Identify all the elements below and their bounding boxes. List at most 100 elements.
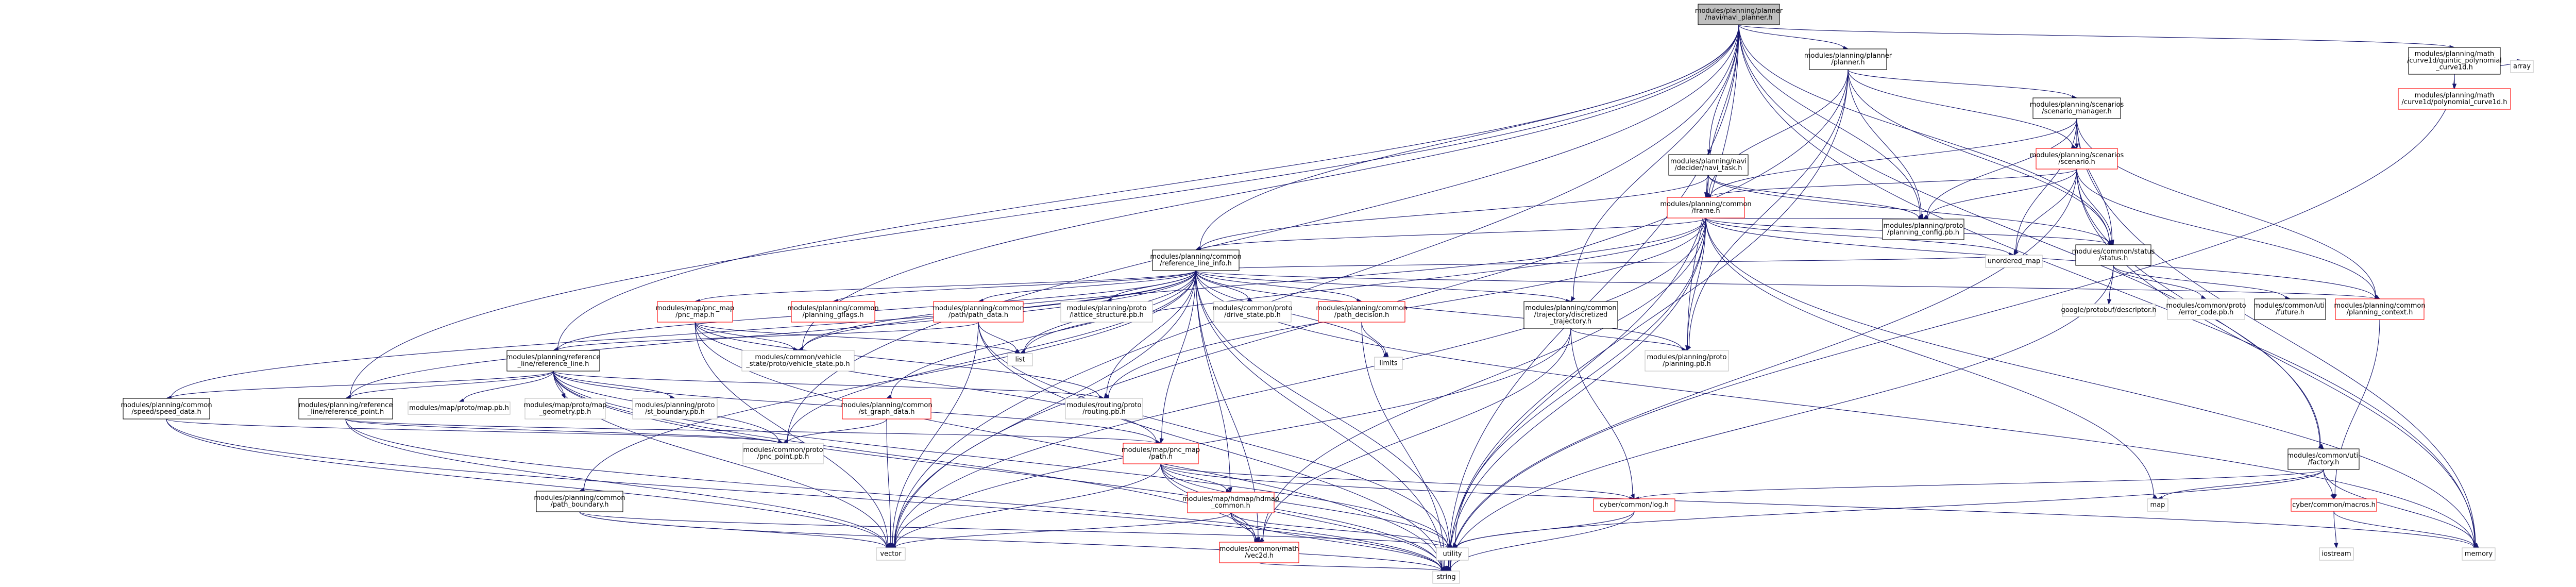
edge-root-to-navi_task — [1707, 24, 1739, 156]
node-speed-data[interactable]: modules/planning/common/speed/speed_data… — [121, 398, 212, 420]
node-vec2d[interactable]: modules/common/math/vec2d.h — [1219, 542, 1299, 563]
edge-arrowhead — [888, 543, 893, 549]
edge-rli-to-routing — [1104, 270, 1196, 399]
edge-arrowhead — [1919, 213, 1924, 220]
node-label-line: modules/planning/proto — [1067, 305, 1147, 312]
node-box — [2062, 304, 2156, 317]
node-label-line: cyber/common/macros.h — [2292, 501, 2376, 509]
edge-line — [345, 418, 1157, 444]
node-box — [1213, 301, 1292, 323]
edge-line — [557, 24, 1739, 349]
node-future[interactable]: modules/common/util/future.h — [2253, 298, 2327, 320]
edge-arrowhead — [2074, 143, 2079, 149]
edge-arrowhead — [1258, 538, 1265, 543]
node-label-line: /planning_config.pb.h — [1887, 229, 1959, 237]
node-label-line: /frame.h — [1691, 207, 1720, 215]
edge-line — [890, 270, 1196, 397]
node-factory[interactable]: modules/common/util/factory.h — [2287, 448, 2360, 470]
edge-traj-to-vec2d — [1258, 328, 1571, 543]
edge-line — [171, 371, 554, 398]
node-quintic[interactable]: modules/planning/math/curve1d/quintic_po… — [2407, 47, 2502, 75]
edge-scenario-to-frame — [1705, 169, 2077, 199]
edge-line — [1108, 217, 1706, 397]
edge-line — [694, 322, 1157, 442]
edge-line — [1688, 69, 1849, 347]
edge-line — [1195, 270, 1358, 301]
node-pcontext[interactable]: modules/planning/common/planning_context… — [2334, 298, 2426, 320]
edge-line — [1705, 217, 2154, 497]
node-ref-point[interactable]: modules/planning/reference_line/referenc… — [298, 398, 393, 420]
node-label-line: cyber/common/log.h — [1600, 501, 1669, 509]
node-scenario[interactable]: modules/planning/scenarios/scenario.h — [2030, 148, 2124, 170]
node-path-boundary[interactable]: modules/planning/common/path_boundary.h — [534, 491, 625, 512]
node-traj[interactable]: modules/planning/common/trajectory/discr… — [1523, 301, 1618, 329]
edge-root-to-rli — [1195, 24, 1739, 250]
edge-line — [1195, 255, 2010, 271]
edge-line — [1160, 463, 1630, 499]
node-cyber-log[interactable]: cyber/common/log.h — [1593, 498, 1675, 512]
edge-line — [350, 24, 1739, 397]
node-label-line: /status.h — [2099, 255, 2128, 262]
node-label-line: modules/common/proto — [2166, 302, 2246, 310]
edge-rli-to-path_h — [1159, 270, 1196, 444]
edge-line — [553, 371, 1448, 547]
node-label-line: /st_boundary.pb.h — [645, 408, 705, 416]
node-path-decision[interactable]: modules/planning/common/path_decision.h — [1316, 301, 1408, 323]
node-frame[interactable]: modules/planning/common/frame.h — [1660, 197, 1752, 219]
node-scen-mgr[interactable]: modules/planning/scenarios/scenario_mana… — [2030, 97, 2124, 119]
edge-ref_line-to-ref_point — [345, 371, 554, 400]
node-pcfg[interactable]: modules/planning/proto/planning_config.p… — [1882, 219, 1964, 240]
node-label-line: /path_boundary.h — [551, 501, 609, 509]
node-label-line: modules/planning/planner — [1695, 7, 1783, 15]
edge-root-to-string — [1446, 24, 1739, 572]
node-st-graph[interactable]: modules/planning/common/st_graph_data.h — [841, 398, 933, 420]
edge-line — [1230, 512, 1257, 539]
node-root: modules/planning/planner/navi/navi_plann… — [1695, 4, 1783, 25]
node-label-line: _line/reference_line.h — [517, 360, 589, 368]
node-box — [1698, 4, 1780, 25]
node-path-data[interactable]: modules/planning/common/path/path_data.h — [933, 301, 1024, 323]
edge-line — [894, 217, 1706, 546]
node-ref-line[interactable]: modules/planning/reference_line/referenc… — [506, 350, 601, 372]
edge-status-to-gdescriptor — [2107, 265, 2114, 305]
node-label-line: modules/routing/proto — [1066, 401, 1141, 409]
node-status[interactable]: modules/common/status/status.h — [2072, 244, 2155, 266]
node-box — [2075, 244, 2151, 266]
node-box — [2408, 47, 2501, 75]
edge-line — [2016, 169, 2077, 251]
edge-line — [1160, 463, 1448, 547]
edge-line — [694, 322, 888, 545]
node-label-line: modules/common/util — [2287, 452, 2360, 460]
node-path-h[interactable]: modules/map/pnc_map/path.h — [1122, 443, 1200, 464]
node-poly-curve[interactable]: modules/planning/math/curve1d/polynomial… — [2398, 88, 2511, 110]
node-planner-h[interactable]: modules/planning/planner/planner.h — [1804, 48, 1892, 70]
node-box — [506, 350, 600, 372]
edge-factory-to-cyber_macros — [2323, 469, 2334, 500]
edge-frame-to-pcontext — [1705, 217, 2381, 301]
node-label-line: modules/map/pnc_map — [1122, 446, 1200, 454]
node-navi-task[interactable]: modules/planning/navi/decider/navi_task.… — [1668, 154, 1749, 176]
edge-arrowhead — [1685, 345, 1690, 351]
node-pgflags[interactable]: modules/planning/common/planning_gflags.… — [787, 301, 879, 323]
edge-line — [1448, 24, 1739, 567]
node-box — [1523, 301, 1618, 329]
node-label-line: modules/map/hdmap/hdmap — [1182, 495, 1279, 503]
edge-arrowhead — [2107, 299, 2112, 305]
edge-line — [1738, 24, 2476, 545]
node-pnc-map-h[interactable]: modules/map/pnc_map/pnc_map.h — [656, 301, 734, 323]
edge-line — [579, 511, 1448, 548]
edge-line — [886, 418, 891, 544]
node-cyber-macros[interactable]: cyber/common/macros.h — [2291, 498, 2377, 512]
node-hdmap[interactable]: modules/map/hdmap/hdmap_common.h — [1182, 492, 1279, 513]
node-label-line: modules/planning/scenarios — [2030, 101, 2124, 109]
edge-line — [553, 371, 1100, 399]
node-label-line: map — [2150, 501, 2165, 509]
edge-line — [1200, 175, 1709, 249]
edge-line — [1449, 69, 1849, 567]
edge-rli-to-drive_state — [1195, 270, 1253, 302]
node-label-line: modules/common/vehicle — [755, 354, 841, 361]
edge-line — [982, 270, 1196, 301]
node-rli[interactable]: modules/planning/common/reference_line_i… — [1150, 249, 1242, 271]
node-label-line: unordered_map — [1988, 258, 2041, 265]
edge-line — [1708, 175, 2109, 244]
